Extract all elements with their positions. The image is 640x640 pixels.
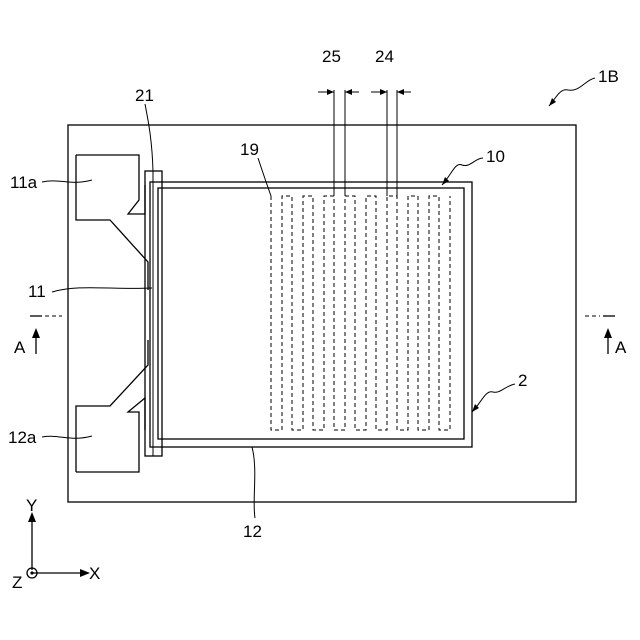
label-24: 24 bbox=[375, 47, 394, 66]
axis-label-z: Z bbox=[12, 573, 22, 592]
section-marker-right bbox=[585, 316, 615, 354]
leader-21 bbox=[145, 104, 153, 171]
label-11: 11 bbox=[28, 282, 46, 301]
leader-19 bbox=[258, 158, 271, 196]
leader-11 bbox=[52, 288, 152, 292]
leader-1b bbox=[549, 78, 595, 106]
serpentine-19 bbox=[271, 196, 450, 430]
axis-label-x: X bbox=[89, 564, 100, 583]
label-12: 12 bbox=[243, 522, 262, 541]
label-21: 21 bbox=[135, 86, 154, 105]
label-19: 19 bbox=[240, 140, 259, 159]
axis-label-y: Y bbox=[26, 496, 37, 515]
leader-12a bbox=[42, 436, 92, 438]
leader-12 bbox=[252, 447, 255, 518]
label-2: 2 bbox=[518, 371, 527, 390]
label-section-right: A bbox=[615, 338, 627, 357]
dimension-25 bbox=[318, 89, 359, 196]
label-section-left: A bbox=[14, 338, 26, 357]
section-marker-left bbox=[30, 316, 62, 354]
label-12a: 12a bbox=[8, 428, 37, 447]
coordinate-axes bbox=[27, 512, 90, 578]
label-25: 25 bbox=[322, 47, 341, 66]
pad-11a bbox=[76, 155, 148, 290]
label-1b: 1B bbox=[598, 67, 619, 86]
frame-10 bbox=[150, 182, 472, 447]
label-10: 10 bbox=[486, 147, 505, 166]
leader-11a bbox=[42, 180, 92, 182]
pad-12a bbox=[76, 340, 148, 472]
label-11a: 11a bbox=[10, 173, 38, 192]
dimension-24 bbox=[371, 89, 411, 196]
